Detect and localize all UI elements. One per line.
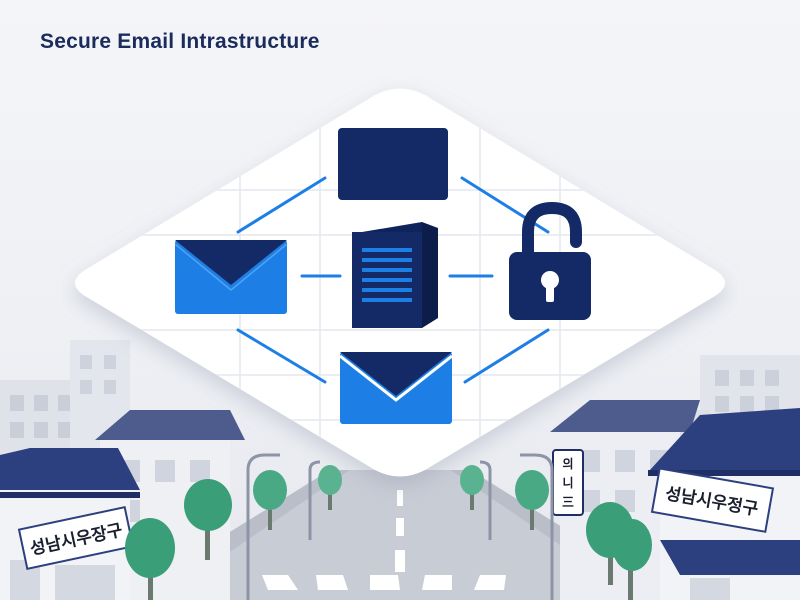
sign-right: 성남시우정구	[650, 467, 775, 533]
server-icon	[352, 222, 438, 328]
tree	[612, 519, 652, 600]
connectors	[236, 176, 550, 384]
sign-pole-char-2: 니	[562, 475, 573, 490]
connector-bottom-left	[236, 328, 327, 384]
tree	[318, 465, 342, 510]
street-lamps	[246, 453, 554, 600]
connector-top-left	[236, 176, 327, 234]
envelope-back-icon	[338, 128, 448, 200]
tree	[515, 470, 549, 530]
sign-pole-char-3: 三	[562, 495, 574, 509]
tree	[460, 465, 484, 510]
open-padlock-icon	[509, 201, 591, 320]
trees	[125, 465, 652, 600]
envelope-icon	[339, 352, 453, 424]
page-title: Secure Email Intrastructure	[40, 30, 320, 53]
tree	[253, 470, 287, 530]
connector-bottom-right	[463, 328, 550, 384]
tree	[125, 518, 175, 600]
sign-pole-char-1: 의	[562, 456, 573, 471]
tree	[184, 479, 232, 560]
envelope-icon	[174, 240, 288, 314]
city-background: 성남시우장구 성남시우정구 의 니 三	[0, 340, 800, 600]
sign-pole: 의 니 三	[552, 449, 584, 516]
